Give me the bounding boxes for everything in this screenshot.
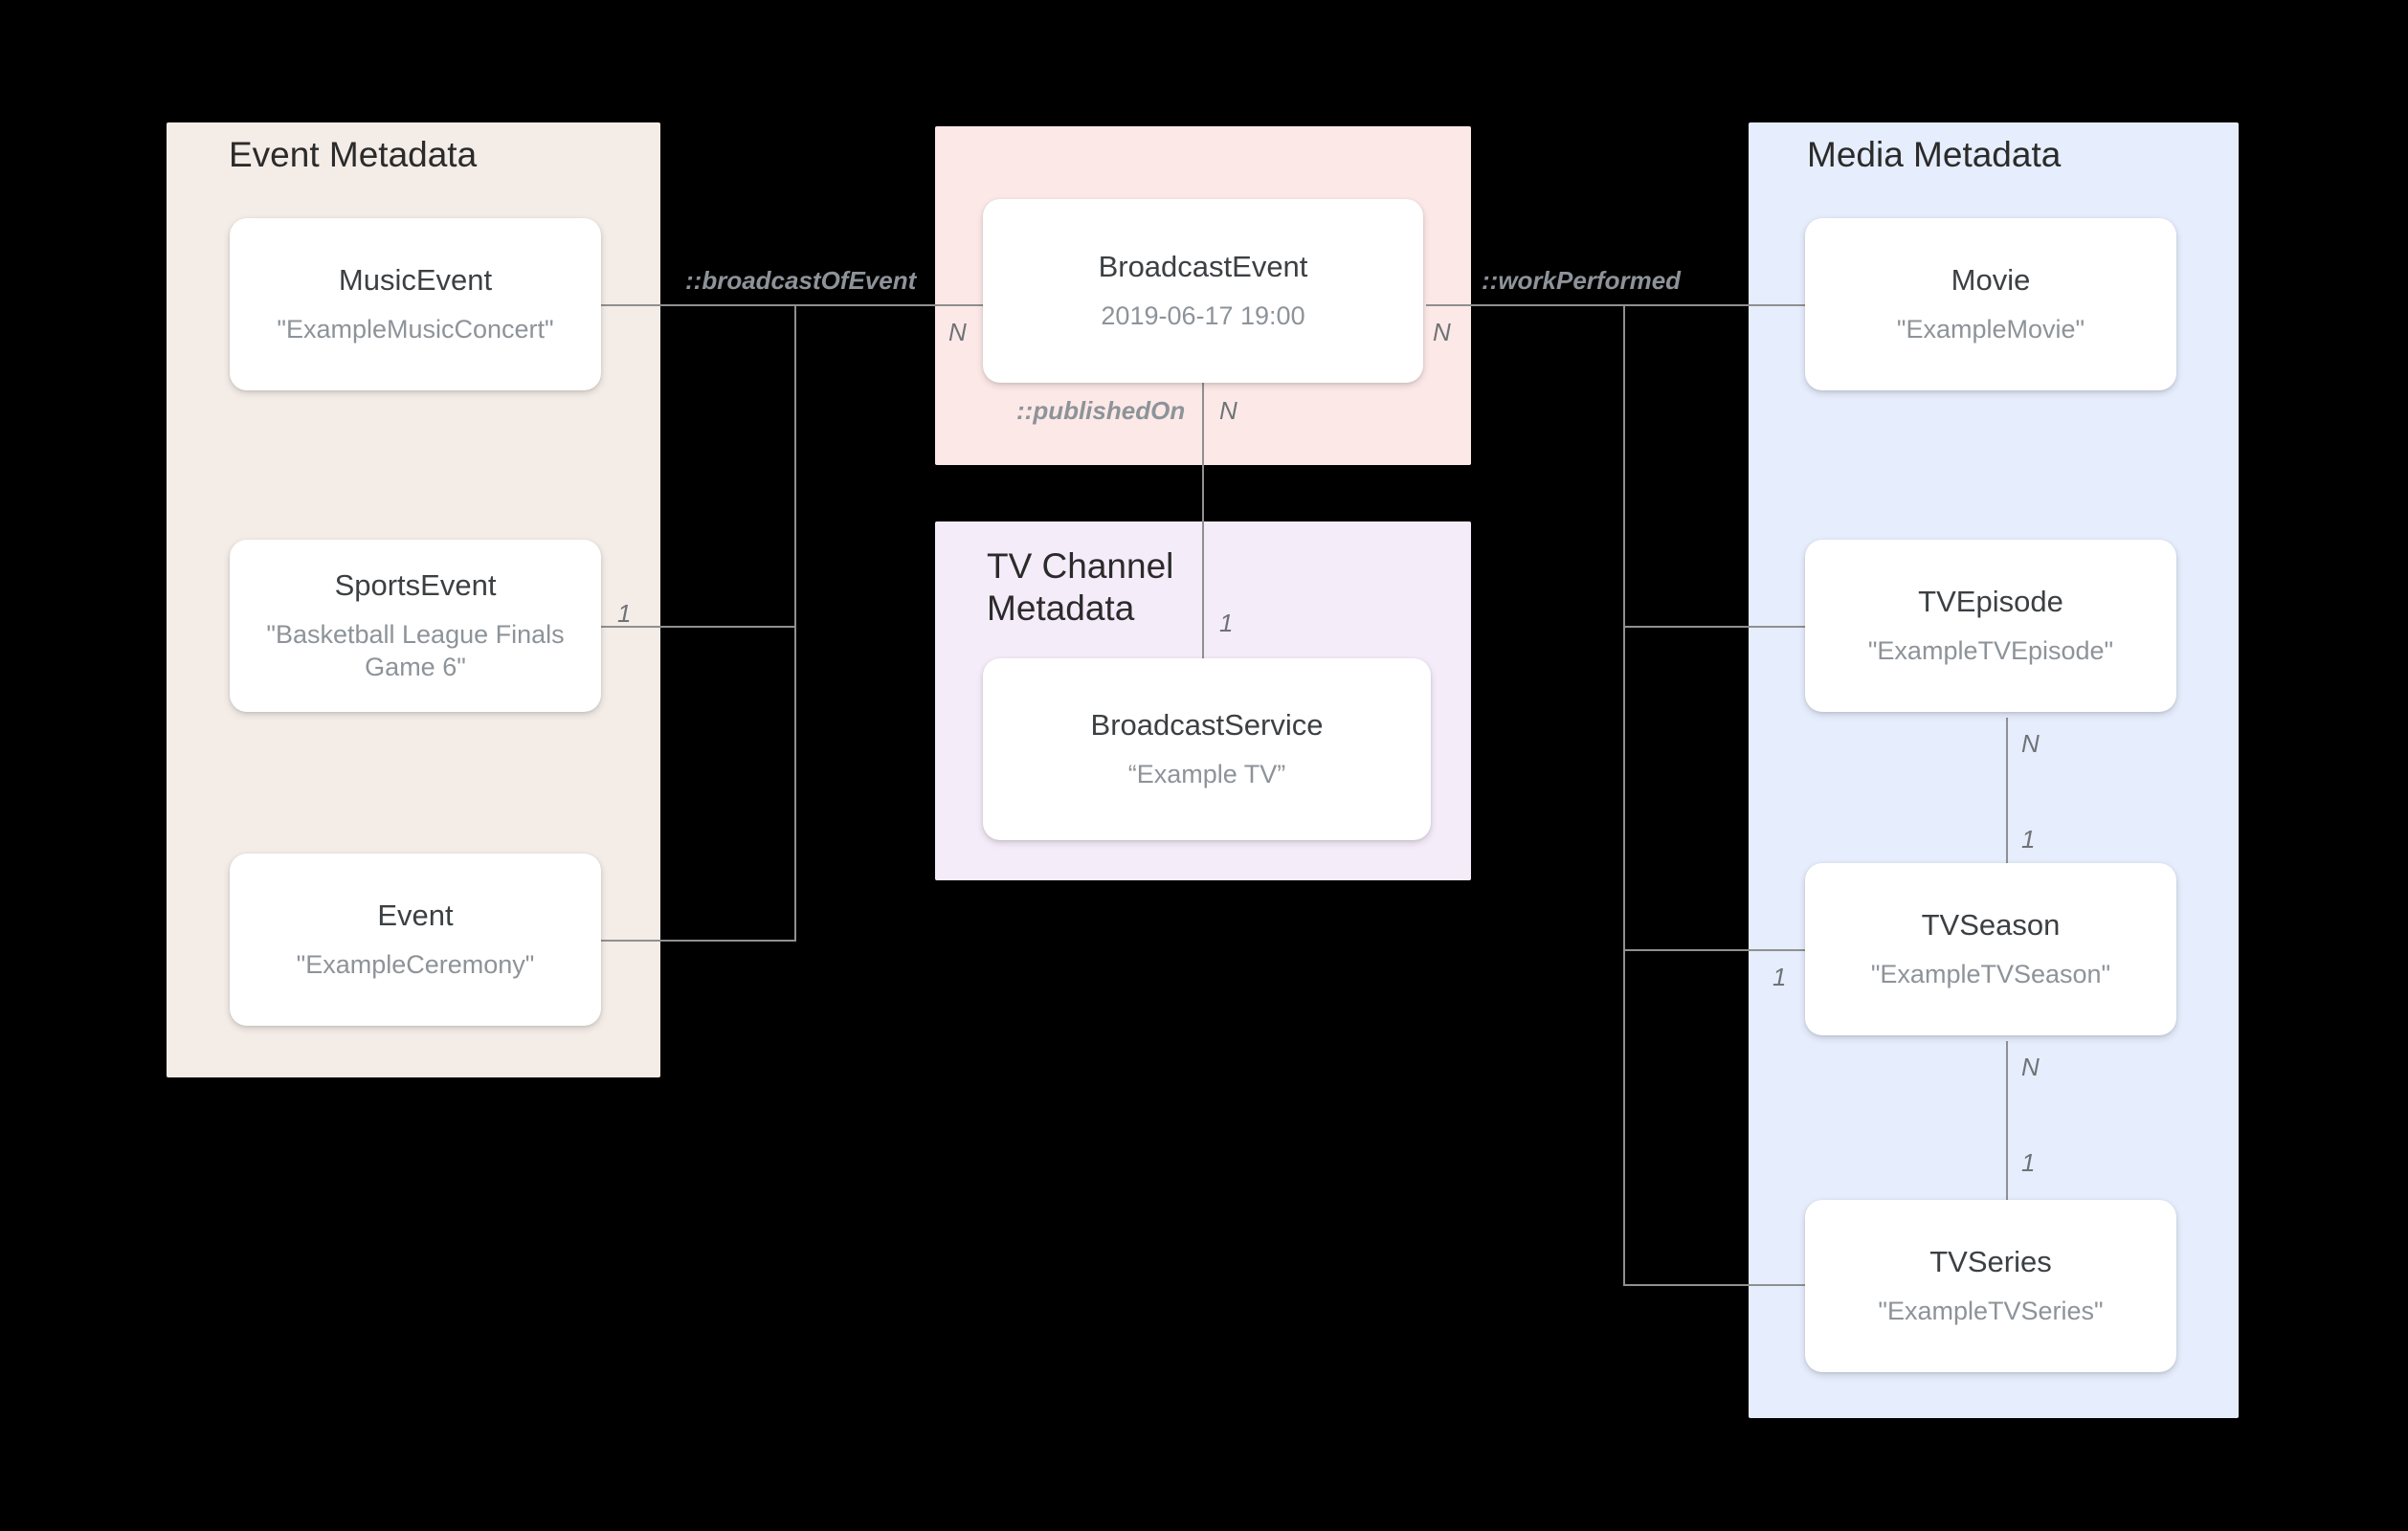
entity-type-label: BroadcastService	[1090, 708, 1324, 743]
connector-event-bus-vertical	[794, 304, 796, 942]
entity-type-label: Movie	[1951, 263, 2031, 298]
cardinality-episode-to-season-n: N	[2021, 729, 2040, 758]
cardinality-episode-to-season-1: 1	[2021, 825, 2036, 854]
entity-type-label: TVSeries	[1929, 1245, 2052, 1279]
cardinality-tvseason-left: 1	[1773, 963, 1787, 991]
entity-card-tv-series[interactable]: TVSeries "ExampleTVSeries"	[1805, 1200, 2176, 1372]
entity-value-label: "ExampleCeremony"	[296, 950, 535, 980]
connector-tvseries-stub	[1623, 1284, 1805, 1286]
connector-event-stub	[601, 940, 796, 942]
entity-type-label: TVSeason	[1921, 908, 2061, 943]
cardinality-broadcastofevent-right: N	[948, 318, 967, 346]
connector-broadcastofevent-run	[660, 304, 986, 306]
connector-workperformed-run	[1426, 304, 1817, 306]
entity-card-movie[interactable]: Movie "ExampleMovie"	[1805, 218, 2176, 390]
entity-type-label: TVEpisode	[1918, 585, 2063, 619]
relation-label-broadcast-of-event: ::broadcastOfEvent	[685, 266, 917, 295]
entity-type-label: SportsEvent	[334, 568, 497, 603]
entity-value-label: "Basketball League Finals Game 6"	[266, 620, 565, 682]
connector-sportsevent-stub	[601, 626, 796, 628]
relation-label-published-on: ::publishedOn	[1016, 396, 1186, 425]
entity-value-label: "ExampleMusicConcert"	[277, 315, 554, 344]
relation-label-work-performed: ::workPerformed	[1482, 266, 1682, 295]
connector-tvseason-stub	[1623, 949, 1805, 951]
entity-value-label: “Example TV”	[1127, 760, 1286, 789]
entity-card-broadcast-service[interactable]: BroadcastService “Example TV”	[983, 658, 1431, 840]
entity-card-music-event[interactable]: MusicEvent "ExampleMusicConcert"	[230, 218, 601, 390]
group-media-metadata-title: Media Metadata	[1807, 135, 2062, 174]
entity-type-label: MusicEvent	[338, 263, 493, 298]
cardinality-publishedon-top: N	[1219, 396, 1237, 425]
entity-value-label: "ExampleMovie"	[1896, 315, 2085, 344]
entity-card-sports-event[interactable]: SportsEvent "Basketball League Finals Ga…	[230, 540, 601, 712]
entity-value-label: "ExampleTVEpisode"	[1867, 636, 2114, 666]
connector-publishedon-vertical	[1202, 383, 1204, 660]
connector-media-bus-vertical	[1623, 304, 1625, 1286]
cardinality-broadcastofevent-left: 1	[617, 599, 632, 628]
connector-tvepisode-stub	[1623, 626, 1805, 628]
entity-card-event[interactable]: Event "ExampleCeremony"	[230, 854, 601, 1026]
cardinality-publishedon-bottom: 1	[1219, 609, 1234, 637]
connector-season-series-vertical	[2006, 1041, 2008, 1232]
group-event-metadata-title: Event Metadata	[229, 135, 478, 174]
entity-type-label: Event	[377, 899, 454, 933]
entity-value-label: "ExampleTVSeason"	[1870, 960, 2111, 989]
entity-value-label: 2019-06-17 19:00	[1101, 301, 1305, 331]
entity-card-tv-season[interactable]: TVSeason "ExampleTVSeason"	[1805, 863, 2176, 1035]
cardinality-season-to-series-1: 1	[2021, 1148, 2036, 1177]
entity-type-label: BroadcastEvent	[1098, 250, 1308, 284]
entity-value-label: "ExampleTVSeries"	[1878, 1297, 2104, 1326]
cardinality-workperformed-left: N	[1433, 318, 1451, 346]
group-tv-channel-metadata-title: TV Channel Metadata	[987, 546, 1174, 628]
entity-card-broadcast-event[interactable]: BroadcastEvent 2019-06-17 19:00	[983, 199, 1423, 383]
connector-episode-season-vertical	[2006, 718, 2008, 909]
cardinality-season-to-series-n: N	[2021, 1053, 2040, 1081]
entity-card-tv-episode[interactable]: TVEpisode "ExampleTVEpisode"	[1805, 540, 2176, 712]
